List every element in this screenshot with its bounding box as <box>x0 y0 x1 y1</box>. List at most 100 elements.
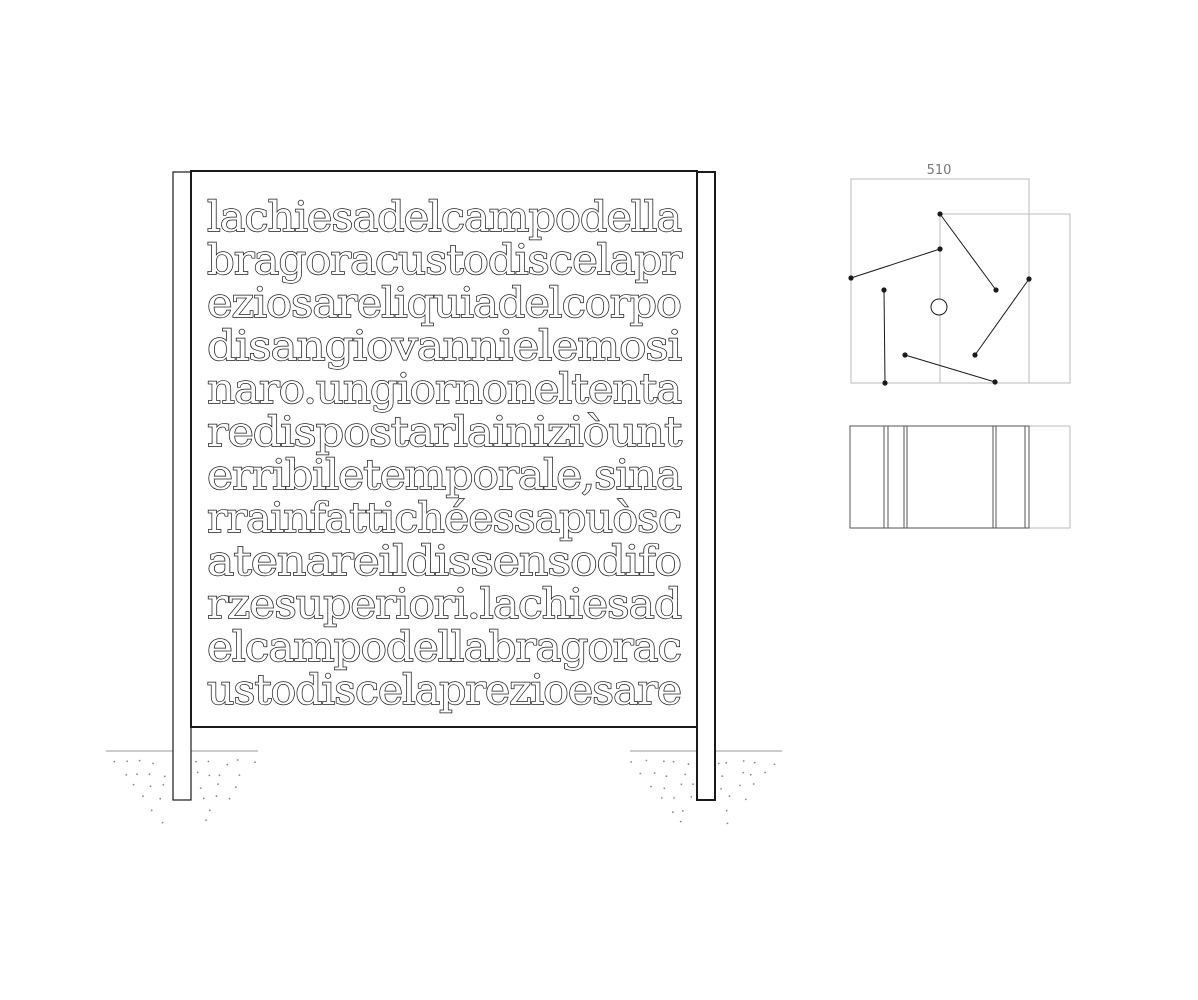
elevation-view: lachiesadelcampodella bragoracustodiscel… <box>106 170 782 825</box>
soil-dot <box>202 797 205 800</box>
soil-dot <box>673 797 675 799</box>
soil-dot <box>726 822 729 825</box>
soil-dot <box>254 761 256 764</box>
panel-line: disangiovannielemosi <box>207 322 682 370</box>
panel-line: eziosareliquiadelcorpo <box>207 279 681 327</box>
soil-dot <box>132 783 135 786</box>
joint-dot <box>972 352 978 358</box>
soil-dot <box>159 797 162 800</box>
soil-dot <box>692 783 694 785</box>
soil-dot <box>142 795 144 798</box>
soil-dot <box>195 760 198 763</box>
soil-dot <box>138 759 141 762</box>
soil-dot <box>663 787 666 790</box>
panel-text-block: lachiesadelcampodella bragoracustodiscel… <box>206 192 684 714</box>
panel-line: erribiletemporale,sina <box>207 451 682 499</box>
soil-dot <box>650 785 652 788</box>
right-post <box>696 171 716 801</box>
soil-dot <box>725 809 728 812</box>
soil-dot <box>199 787 202 789</box>
soil-dot <box>208 809 211 812</box>
plan-outline-secondary <box>939 213 1071 384</box>
soil-dot <box>679 820 682 823</box>
bar-segment <box>939 213 997 291</box>
joint-dot <box>992 379 998 385</box>
panel-line: rrainfattichéessapuòsc <box>207 494 681 542</box>
soil-dot <box>749 773 752 776</box>
dimension-label: 510 <box>927 163 952 178</box>
panel-line: ustodiscelaprezioesare <box>207 666 681 714</box>
soil-dot <box>672 760 675 763</box>
bar-segment <box>883 289 886 384</box>
plan-view: 510 <box>848 163 1071 386</box>
joint-dot <box>881 287 887 293</box>
soil-dot <box>236 759 239 761</box>
soil-dot <box>234 786 237 788</box>
soil-dot <box>228 797 231 800</box>
pinwheel-joints <box>848 211 1032 386</box>
soil-dot <box>136 773 138 776</box>
panel-line: atenareildissensodifo <box>207 537 681 585</box>
panel-line: rzesuperiori.lachiesad <box>207 580 682 628</box>
soil-dot <box>218 774 221 777</box>
soil-dot <box>687 763 690 766</box>
left-post <box>172 171 192 801</box>
soil-dot <box>161 821 164 824</box>
soil-dot <box>665 775 668 778</box>
soil-dot <box>205 819 208 822</box>
soil-dot <box>753 761 756 764</box>
soil-dot <box>215 795 218 798</box>
soil-dot <box>226 763 229 766</box>
soil-dot <box>150 809 153 812</box>
side-view <box>849 425 1071 529</box>
soil-dot <box>113 760 116 763</box>
soil-dot <box>742 760 745 762</box>
soil-dot <box>773 763 776 766</box>
soil-dot <box>125 774 128 776</box>
soil-dot <box>681 810 684 812</box>
soil-dot <box>720 788 722 790</box>
bar-segment <box>850 248 941 279</box>
soil-dot <box>717 762 720 765</box>
soil-dot <box>126 760 128 763</box>
soil-dot <box>163 775 166 778</box>
lettering-panel <box>190 170 698 728</box>
soil-dot <box>742 771 745 774</box>
soil-dot <box>196 771 199 774</box>
pinwheel-bars <box>850 213 1030 384</box>
soil-dot <box>162 783 165 786</box>
soil-dot <box>645 759 648 762</box>
joint-dot <box>902 352 908 358</box>
side-outline <box>849 425 1030 529</box>
joint-dot <box>937 246 943 252</box>
soil-dot <box>728 795 731 798</box>
soil-dot <box>680 783 683 786</box>
joint-dot <box>882 380 888 386</box>
panel-line: bragoracustodiscelapr <box>207 236 682 284</box>
soil-dot <box>238 774 241 776</box>
panel-line: elcampodellabragorac <box>207 623 681 671</box>
soil-dot <box>721 775 724 777</box>
soil-dot <box>663 760 665 763</box>
soil-dot <box>744 798 747 801</box>
side-outline-light <box>1028 425 1071 529</box>
panel-line: lachiesadelcampodella <box>207 193 682 241</box>
soil-dot <box>639 772 642 775</box>
soil-dot <box>660 797 663 799</box>
panel-line: redispostarlainiziòunt <box>207 408 683 456</box>
soil-dot <box>690 796 693 798</box>
joint-dot <box>993 287 999 293</box>
centre-hole <box>930 298 948 316</box>
soil-dot <box>207 760 210 763</box>
soil-dot <box>752 783 755 785</box>
soil-dot <box>148 773 151 776</box>
soil-hatch-right <box>630 759 776 825</box>
soil-dot <box>630 761 633 763</box>
panel-line: naro.ungiornoneltenta <box>207 365 682 413</box>
soil-dot <box>217 783 219 785</box>
soil-dot <box>149 785 152 788</box>
soil-dot <box>208 774 211 777</box>
soil-dot <box>684 773 687 776</box>
joint-dot <box>848 275 854 281</box>
